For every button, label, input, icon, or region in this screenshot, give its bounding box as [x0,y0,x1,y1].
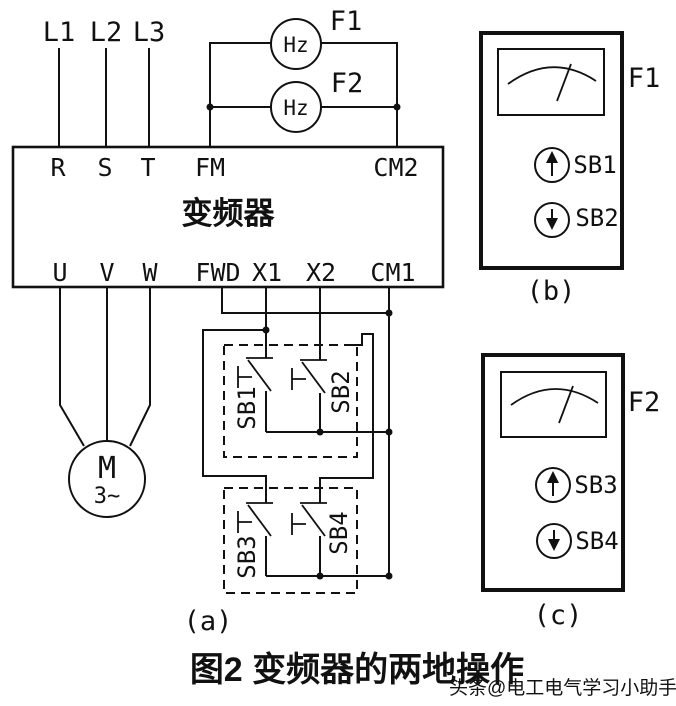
junction-loc1-cm1 [385,428,393,436]
terminal-s: S [97,153,112,182]
hz-meter-1 [270,18,322,70]
panel-c-up-label: SB3 [574,471,617,499]
junction-loc2-cm1 [385,572,393,580]
inverter-outline [11,145,445,289]
terminal-u: U [52,258,67,287]
panel-b-meter-needle [556,63,572,102]
sb2-blade [301,361,326,394]
terminal-w: W [142,258,158,287]
wire-fm-riser [209,42,272,147]
motor-section: M 3~ [59,288,151,518]
panel-b-up-label: SB1 [573,151,616,179]
panel-c: F2 SB3 SB4 (c) [481,353,661,631]
wire-w-motor [129,288,151,447]
sb1-actuator [237,366,252,388]
label-sb4: SB4 [325,511,353,554]
sb4-blade [301,504,326,537]
panel-c-down-label: SB4 [575,527,618,555]
junction-fm-f2 [206,103,214,111]
switch-sb4 [291,502,327,576]
terminal-cm1: CM1 [370,258,415,287]
terminal-x1: X1 [252,258,282,287]
terminal-fwd: FWD [195,258,240,287]
phase-label-l2: L2 [90,17,123,48]
junction-fwd-cm1 [385,309,393,317]
sublabel-b: (b) [527,276,576,307]
panel-b-outline [479,31,624,270]
sb3-actuator [237,511,252,533]
inverter-label: 变频器 [182,196,276,231]
terminal-t: T [140,153,155,182]
hz-meter-1-unit: Hz [283,33,308,57]
sb1-blade [247,359,272,392]
up-arrow-head-icon [546,151,558,163]
label-sb3: SB3 [233,535,261,578]
panel-c-outline [481,353,625,592]
control-wiring [202,288,393,580]
sb2-actuator [291,368,306,390]
location2-dashed-box [223,487,358,594]
wire-fwd-cm1 [221,288,389,314]
phase-label-l3: L3 [133,17,166,48]
meter-tag-f2: F2 [331,68,364,99]
terminal-r: R [50,153,66,182]
figure-caption: 图2 变频器的两地操作 [190,651,524,689]
sublabel-a: (a) [184,606,233,637]
motor-phase: 3~ [94,484,121,509]
hz-meter-2-unit: Hz [283,96,308,120]
panel-b-meter-frame [497,48,605,116]
panel-b-down-label: SB2 [575,204,618,232]
terminal-x2: X2 [306,258,336,287]
panel-c-meter-scale-arc [510,388,599,406]
panel-c-meter-tag: F2 [628,387,661,418]
label-sb1: SB1 [233,386,261,429]
motor-circle [68,440,146,518]
sublabel-c: (c) [534,600,583,631]
switch-sb1 [237,357,273,432]
down-arrow-head-icon [548,539,560,551]
label-sb2: SB2 [327,370,355,413]
wire-x2-to-sb4 [319,333,374,503]
panel-b-meter-scale-arc [507,66,597,85]
wire-u-motor [59,288,85,447]
panel-b: F1 SB1 SB2 (b) [479,31,661,307]
phase-label-l1: L1 [43,17,76,48]
motor-letter: M [98,451,116,486]
wire-cm2-riser [321,42,398,147]
panel-b-meter-tag: F1 [628,63,661,94]
terminal-cm2: CM2 [373,153,418,182]
junction-x1 [262,326,270,334]
switch-sb3 [237,502,273,576]
inverter-box: 变频器 R S T FM CM2 U V W FWD X1 X2 CM1 [11,145,445,289]
location1-dashed-box [223,344,358,458]
panel-c-meter-frame [500,371,607,438]
down-arrow-head-icon [546,218,558,230]
sb4-actuator [291,513,306,535]
watermark: 头条@电工电气学习小助手 [449,677,676,699]
frequency-meter-section: Hz Hz F1 F2 [206,6,401,147]
location1-group: SB1 SB2 [223,344,358,458]
power-input-section: L1 L2 L3 [43,17,166,147]
wire-x1-to-sb3 [202,329,267,503]
terminal-v: V [99,258,114,287]
sb3-blade [247,504,272,537]
hz-meter-2 [270,81,322,133]
location2-group: SB3 SB4 [223,487,358,594]
junction-cm2-f2 [393,103,401,111]
up-arrow-head-icon [547,471,559,483]
terminal-fm: FM [195,153,225,182]
meter-tag-f1: F1 [330,6,363,37]
switch-sb2 [291,359,327,432]
panel-c-meter-needle [558,385,574,424]
